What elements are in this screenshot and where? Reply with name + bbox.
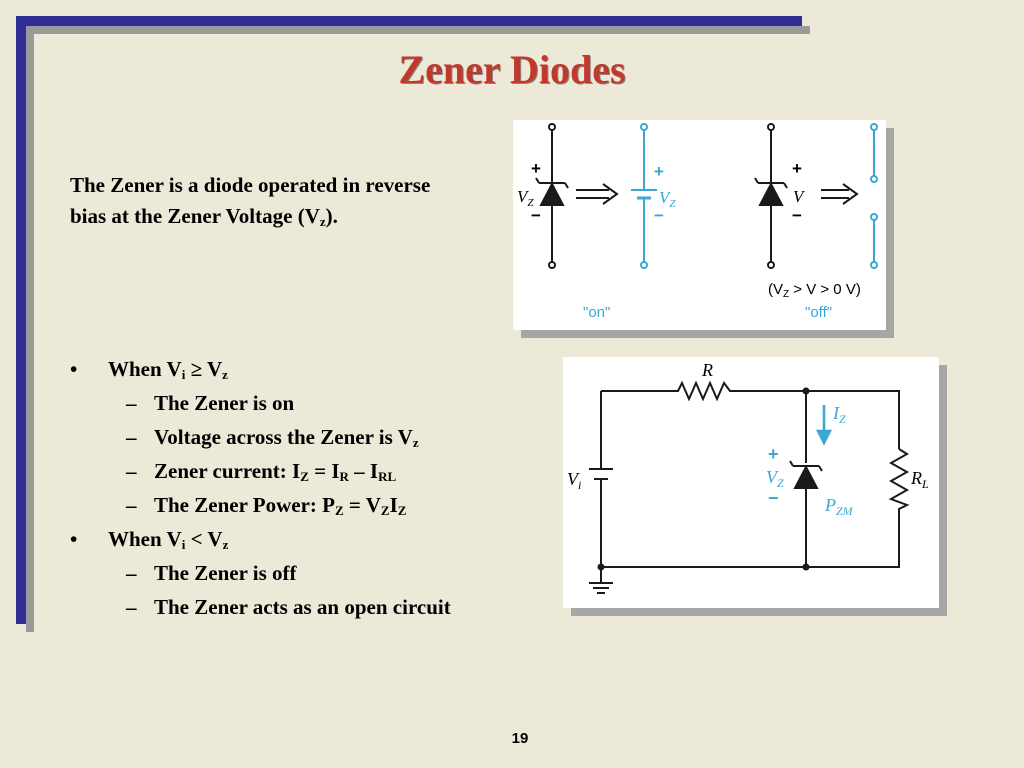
sub-bullet-text: Zener current: IZ = IR – IRL [154, 454, 396, 488]
sub-bullet-text: The Zener is on [154, 391, 295, 415]
bullet-text-part: When V [108, 527, 182, 551]
bullet-sub: z [412, 435, 419, 450]
sub-bullet-text: The Zener is off [154, 561, 297, 585]
dash-mark: – [126, 391, 137, 415]
dash-mark: – [126, 561, 137, 585]
slide-frame-top [16, 16, 802, 26]
sub-bullet-text: Voltage across the Zener is Vz [154, 420, 419, 454]
slide-title: Zener Diodes [398, 47, 626, 92]
voltage-source-icon [589, 391, 613, 567]
vz-battery-label: VZ [659, 188, 676, 210]
bullet-mark: • [70, 527, 78, 551]
rl-label: RL [910, 468, 929, 491]
slide-frame-left-shadow [26, 30, 34, 632]
battery-equivalent-icon [631, 123, 657, 269]
zener-diode-off-icon [758, 181, 784, 206]
plus-label: + [768, 444, 779, 464]
bullet-text: When Vi < Vz [108, 522, 228, 556]
bullet-text-part: – I [348, 459, 379, 483]
resistor-r-icon [601, 380, 900, 449]
dash-mark: – [126, 425, 137, 449]
plus-label: + [792, 159, 802, 178]
zener-diode-on-icon [539, 181, 565, 206]
vz-label: VZ [517, 187, 534, 209]
open-circuit-icon [870, 123, 878, 269]
bullet-sub: R [339, 469, 349, 484]
plus-label: + [531, 159, 541, 178]
vz-label: VZ [766, 467, 784, 490]
zener-regulator-diagram: R Vi IZ VZ PZM RL + − [567, 360, 929, 594]
bullet-text-part: ≥ V [185, 357, 223, 381]
minus-label: − [654, 206, 664, 225]
minus-label: − [792, 206, 802, 225]
equivalence-arrow-2 [821, 183, 859, 205]
v-label: V [793, 187, 806, 206]
dash-mark: – [126, 493, 137, 517]
zener-regulator-figure: R Vi IZ VZ PZM RL + − [563, 357, 939, 608]
ground-icon [589, 567, 613, 594]
intro-text: The Zener is a diode operated in reverse… [70, 173, 431, 228]
bullet-text-part: = I [308, 459, 340, 483]
intro-text-end: ). [325, 204, 338, 228]
sub-bullet-item: – The Zener Power: PZ = VZIZ [70, 488, 550, 522]
bullet-sub: i [181, 367, 186, 382]
bullet-sub: Z [334, 503, 344, 518]
zener-diode-icon [789, 460, 823, 489]
vi-label: Vi [567, 469, 581, 492]
sub-bullet-item: – The Zener is on [70, 386, 550, 420]
slide-frame-left [16, 16, 26, 624]
bullet-text-part: When V [108, 357, 182, 381]
bullet-item: • When Vi ≥ Vz [70, 352, 550, 386]
bullet-mark: • [70, 357, 78, 381]
minus-label: − [768, 488, 779, 508]
bullet-sub: Z [380, 503, 390, 518]
condition-label: (VZ > V > 0 V) [768, 281, 861, 300]
bullet-text-part: I [389, 493, 398, 517]
intro-paragraph: The Zener is a diode operated in reverse… [70, 170, 450, 232]
bullet-text: When Vi ≥ Vz [108, 352, 228, 386]
bullet-item: • When Vi < Vz [70, 522, 550, 556]
sub-bullet-item: – The Zener acts as an open circuit [70, 590, 550, 624]
terminal-top-1 [548, 123, 556, 131]
bullet-list: • When Vi ≥ Vz – The Zener is on – Volta… [70, 352, 550, 624]
minus-label: − [531, 206, 541, 225]
bullet-sub: RL [378, 469, 397, 484]
terminal-bottom-2 [767, 261, 775, 269]
intro-sub: z [319, 214, 326, 229]
equivalence-arrow-1 [576, 183, 619, 205]
off-label: "off" [805, 304, 832, 321]
slide-frame-top-shadow [26, 26, 810, 34]
bullet-text-part: = V [343, 493, 381, 517]
sub-bullet-item: – Voltage across the Zener is Vz [70, 420, 550, 454]
r-label: R [701, 360, 713, 380]
zener-equivalent-figure: + − + − + − VZ V VZ (VZ > V > 0 V) "on" … [513, 120, 886, 330]
dash-mark: – [126, 595, 137, 619]
sub-bullet-text: The Zener Power: PZ = VZIZ [154, 488, 406, 522]
resistor-rl-icon [601, 448, 910, 568]
dash-mark: – [126, 459, 137, 483]
pzm-label: PZM [824, 495, 854, 518]
current-arrow-icon [815, 405, 833, 446]
plus-label: + [654, 162, 664, 181]
sub-bullet-item: – The Zener is off [70, 556, 550, 590]
sub-bullet-item: – Zener current: IZ = IR – IRL [70, 454, 550, 488]
bullet-text-part: Zener current: I [154, 459, 301, 483]
bullet-text-part: < V [185, 527, 223, 551]
bullet-sub: z [222, 537, 229, 552]
zener-equivalent-diagram: + − + − + − VZ V VZ (VZ > V > 0 V) "on" … [517, 123, 878, 321]
on-label: "on" [583, 304, 610, 321]
terminal-bottom-1 [548, 261, 556, 269]
sub-bullet-text: The Zener acts as an open circuit [154, 595, 451, 619]
bullet-sub: Z [397, 503, 407, 518]
bullet-text-part: The Zener Power: P [154, 493, 335, 517]
bullet-sub: i [181, 537, 186, 552]
iz-label: IZ [832, 403, 846, 426]
bullet-sub: Z [300, 469, 309, 484]
page-number: 19 [511, 730, 529, 747]
terminal-top-2 [767, 123, 775, 131]
bullet-text-part: Voltage across the Zener is V [154, 425, 413, 449]
bullet-sub: z [222, 367, 228, 382]
junction-dots [597, 387, 810, 571]
